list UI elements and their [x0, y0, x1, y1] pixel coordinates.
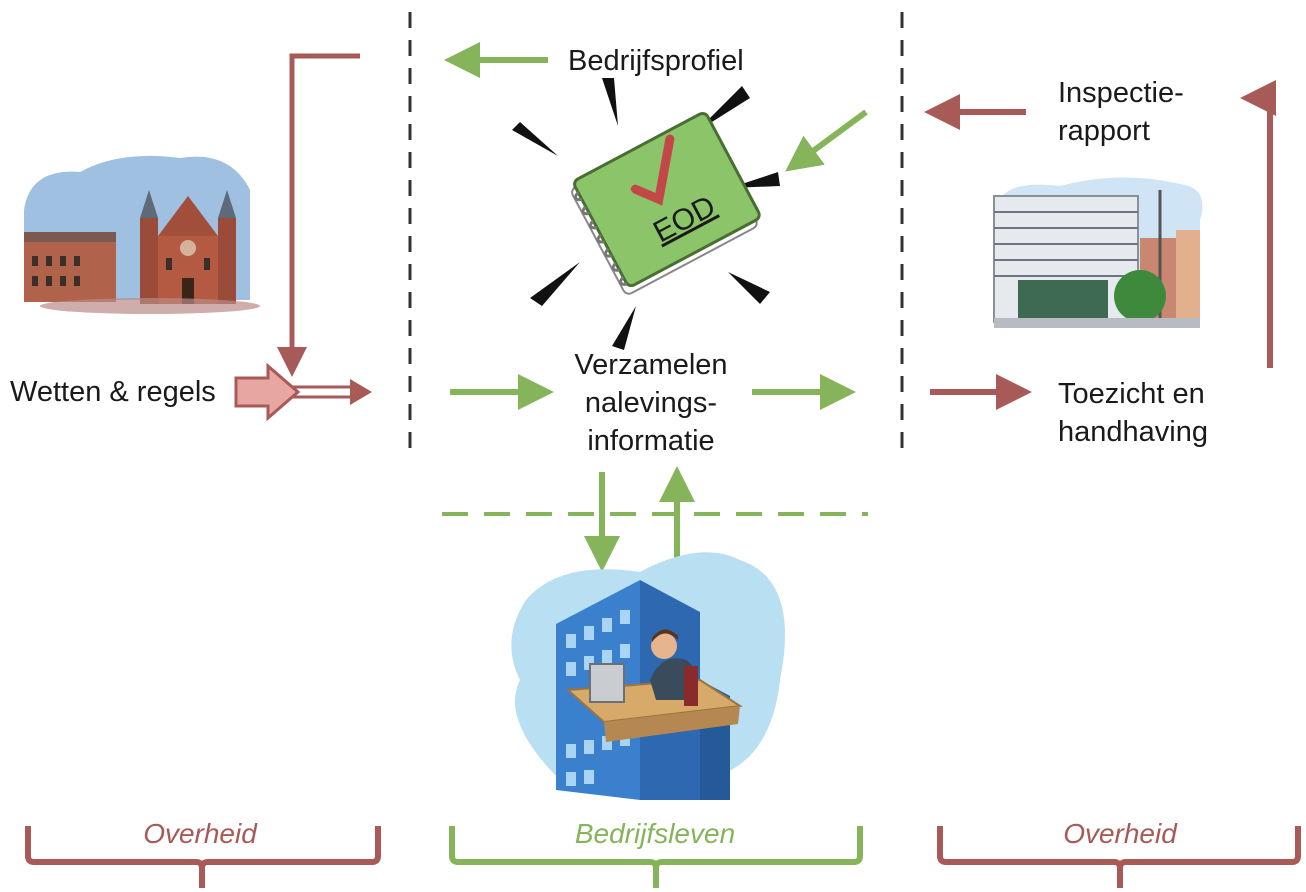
red-loop-arrow-right: [1240, 80, 1276, 368]
label-verzamelen: Verzamelen nalevings- informatie: [556, 346, 746, 460]
brace-label-bedrijfsleven: Bedrijfsleven: [574, 818, 736, 849]
label-wetten-regels: Wetten & regels: [10, 376, 216, 408]
red-double-arrow-wetten: [290, 379, 372, 405]
label-inspectie-line2: rapport: [1058, 115, 1150, 147]
green-arrow-to-book: [785, 109, 868, 172]
label-toezicht: Toezicht en handhaving: [1058, 375, 1208, 451]
label-verzamelen-line1: Verzamelen: [574, 349, 728, 381]
brace-label-overheid-right: Overheid: [1063, 818, 1177, 849]
label-verzamelen-line2: nalevings-: [584, 387, 718, 419]
brace-right: [937, 826, 1301, 888]
inspection-office-building-icon: [993, 177, 1203, 328]
brace-middle: [449, 826, 863, 888]
book-burst-spikes: [512, 78, 780, 350]
brace-left: [25, 826, 381, 888]
binnenhof-building-icon: [24, 155, 260, 314]
wetten-block-arrow: [234, 362, 301, 422]
label-toezicht-line1: Toezicht en: [1058, 378, 1205, 410]
label-verzamelen-line3: informatie: [587, 425, 715, 457]
label-bedrijfsprofiel: Bedrijfsprofiel: [568, 45, 744, 77]
label-toezicht-line2: handhaving: [1058, 416, 1208, 448]
eod-book-icon: [571, 111, 761, 295]
red-top-down-arrow: [277, 53, 360, 377]
label-inspectie: Inspectie- rapport: [1058, 74, 1184, 150]
brace-label-overheid-left: Overheid: [143, 818, 257, 849]
businessman-at-desk-icon: [511, 552, 785, 800]
label-inspectie-line1: Inspectie-: [1058, 77, 1184, 109]
